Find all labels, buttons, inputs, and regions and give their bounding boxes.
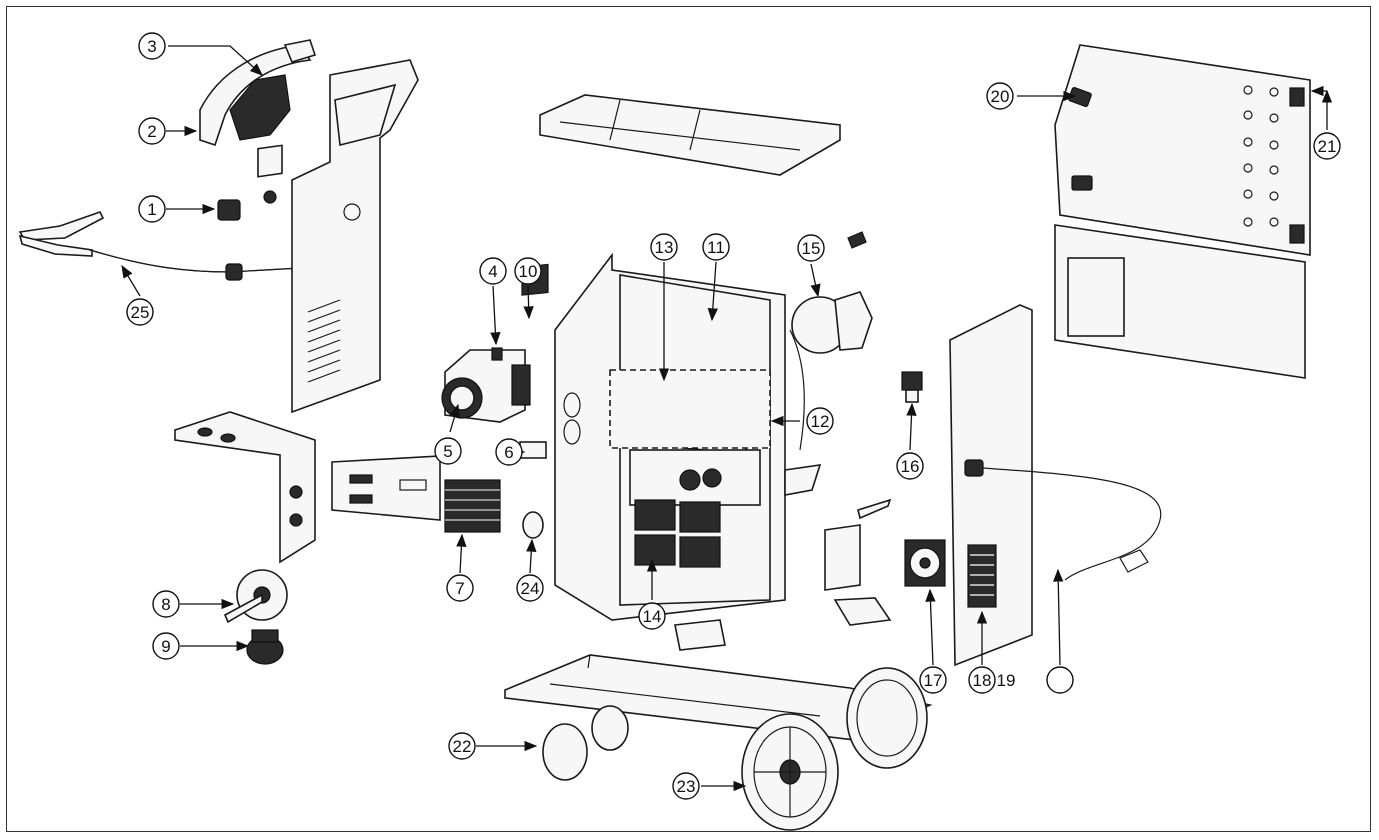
- callout-label: 7: [455, 579, 464, 598]
- spool-knob-part: [246, 629, 284, 665]
- callout-9: 9: [152, 632, 180, 660]
- callout-label: 25: [131, 303, 150, 322]
- callout-label: 24: [521, 579, 540, 598]
- callout-6: 6: [495, 438, 523, 466]
- side-panel-part: [1054, 44, 1311, 379]
- callout-26-empty: [1046, 666, 1074, 694]
- spool-holder-part: [223, 569, 288, 624]
- callout-label: 5: [443, 442, 452, 461]
- diagram-border: [6, 6, 1371, 832]
- callout-label: 8: [161, 595, 170, 614]
- callout-7: 7: [446, 574, 474, 602]
- switch-part: [217, 144, 283, 221]
- callout-25: 25: [126, 298, 154, 326]
- callout-label: 21: [1318, 137, 1337, 156]
- callout-label: 6: [504, 443, 513, 462]
- callout-10: 10: [514, 257, 542, 285]
- relay-part: [519, 441, 547, 459]
- callout-2: 2: [138, 117, 166, 145]
- earth-clamp-part: [18, 211, 301, 281]
- callout-label: 13: [655, 238, 674, 257]
- callout-label: 15: [802, 239, 821, 258]
- leader-lines: [121, 45, 1333, 792]
- callout-21: 21: [1313, 132, 1341, 160]
- callout-label: 11: [707, 238, 725, 257]
- side-bracket-part: [784, 464, 892, 626]
- callout-label: 2: [147, 122, 156, 141]
- callout-label: 23: [677, 777, 696, 796]
- callout-3: 3: [138, 32, 166, 60]
- callout-23: 23: [672, 772, 700, 800]
- top-cover-part: [539, 94, 841, 176]
- callout-22: 22: [448, 732, 476, 760]
- fan-part: [904, 539, 946, 587]
- solenoid-valve-part: [901, 371, 923, 403]
- callout-label: 9: [161, 637, 170, 656]
- bracket-part: [174, 411, 316, 564]
- callout-17: 17: [919, 666, 947, 694]
- callout-label: 10: [519, 262, 538, 281]
- callout-4: 4: [479, 257, 507, 285]
- mount-plate-part: [331, 455, 441, 521]
- callout-label: 16: [901, 457, 920, 476]
- callout-label: 3: [147, 37, 156, 56]
- callout-label: 14: [643, 607, 662, 626]
- callout-12: 12: [806, 407, 834, 435]
- callout-16: 16: [896, 452, 924, 480]
- transformer-part: [444, 479, 501, 533]
- callout-5: 5: [434, 437, 462, 465]
- wire-feed-motor-part: [441, 263, 549, 423]
- callout-label: 17: [924, 671, 943, 690]
- callout-label: 12: [811, 412, 830, 431]
- callout-18: 18: [968, 666, 996, 694]
- chassis-part: [554, 252, 786, 621]
- front-panel-part: [291, 59, 419, 414]
- callout-label: 22: [453, 737, 472, 756]
- callout-11: 11: [702, 233, 730, 261]
- callout-label: 18: [973, 671, 992, 690]
- callout-24: 24: [516, 574, 544, 602]
- callout-label: 1: [147, 200, 156, 219]
- callout-label: 20: [991, 87, 1010, 106]
- callout-20: 20: [986, 82, 1014, 110]
- bushing-part: [522, 511, 544, 539]
- callout-15: 15: [797, 234, 825, 262]
- gas-cap-part: [789, 231, 873, 451]
- callout-label: 4: [488, 262, 497, 281]
- callout-19: 19: [997, 671, 1016, 690]
- rear-panel-part: [949, 304, 1162, 667]
- callout-1: 1: [138, 195, 166, 223]
- callout-8: 8: [152, 590, 180, 618]
- callout-14: 14: [638, 602, 666, 630]
- handle-part: [199, 39, 317, 147]
- callout-label: 19: [997, 671, 1016, 690]
- callout-13: 13: [650, 233, 678, 261]
- trolley-part: [504, 619, 933, 831]
